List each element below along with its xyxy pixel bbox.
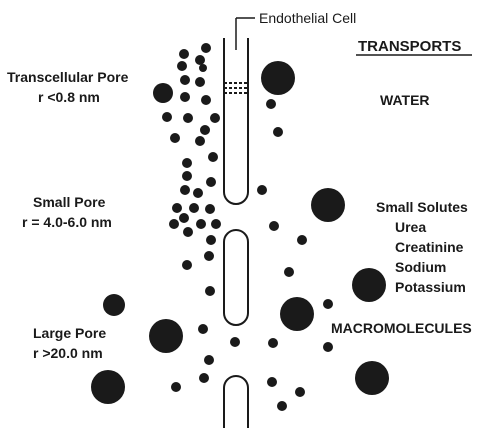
- solute-particle: [195, 55, 205, 65]
- solute-particle: [208, 152, 218, 162]
- solute-particle: [277, 401, 287, 411]
- cell-segment-middle: [223, 229, 249, 326]
- solute-particle: [172, 203, 182, 213]
- solute-potassium: Potassium: [395, 279, 466, 295]
- solute-particle: [195, 136, 205, 146]
- solute-particle: [297, 235, 307, 245]
- transports-heading: TRANSPORTS: [358, 38, 461, 55]
- large-molecules: [91, 61, 389, 404]
- solute-particle: [162, 112, 172, 122]
- solute-particle: [257, 185, 267, 195]
- solute-particle: [230, 337, 240, 347]
- solute-particle: [182, 171, 192, 181]
- solute-particle: [182, 158, 192, 168]
- solute-particle: [323, 299, 333, 309]
- solute-particle: [169, 219, 179, 229]
- large-particle: [149, 319, 183, 353]
- solute-particle: [189, 203, 199, 213]
- endothelial-cell-label: Endothelial Cell: [259, 10, 356, 26]
- small-solutes-label: Small Solutes: [376, 199, 468, 215]
- large-pore-radius: r >20.0 nm: [33, 345, 103, 361]
- solute-particle: [182, 260, 192, 270]
- solute-particle: [180, 75, 190, 85]
- solute-particle: [180, 185, 190, 195]
- molecules: [162, 43, 333, 411]
- solute-sodium: Sodium: [395, 259, 446, 275]
- large-particle: [261, 61, 295, 95]
- solute-particle: [211, 219, 221, 229]
- solute-particle: [323, 342, 333, 352]
- solute-particle: [170, 133, 180, 143]
- solute-particle: [206, 235, 216, 245]
- macromolecules-label: MACROMOLECULES: [331, 320, 472, 336]
- large-particle: [311, 188, 345, 222]
- transcellular-pore-radius: r <0.8 nm: [38, 89, 100, 105]
- small-pore-label: Small Pore: [33, 194, 106, 210]
- large-particle: [103, 294, 125, 316]
- solute-particle: [266, 99, 276, 109]
- solute-particle: [269, 221, 279, 231]
- solute-particle: [201, 95, 211, 105]
- large-particle: [91, 370, 125, 404]
- solute-particle: [193, 188, 203, 198]
- large-particle: [355, 361, 389, 395]
- solute-particle: [180, 92, 190, 102]
- solute-particle: [171, 382, 181, 392]
- solute-particle: [204, 251, 214, 261]
- solute-particle: [295, 387, 305, 397]
- solute-particle: [206, 177, 216, 187]
- solute-particle: [284, 267, 294, 277]
- solute-particle: [177, 61, 187, 71]
- solute-particle: [183, 113, 193, 123]
- solute-particle: [267, 377, 277, 387]
- solute-particle: [199, 373, 209, 383]
- large-particle: [153, 83, 173, 103]
- solute-particle: [198, 324, 208, 334]
- solute-particle: [200, 125, 210, 135]
- large-particle: [352, 268, 386, 302]
- solute-particle: [273, 127, 283, 137]
- transcellular-pore-label: Transcellular Pore: [7, 69, 129, 85]
- large-particle: [280, 297, 314, 331]
- solute-particle: [201, 43, 211, 53]
- solute-particle: [199, 64, 207, 72]
- cell-segment-bottom: [223, 375, 249, 428]
- solute-particle: [183, 227, 193, 237]
- solute-particle: [195, 77, 205, 87]
- solute-particle: [179, 49, 189, 59]
- endothelial-wall: [223, 38, 249, 428]
- solute-urea: Urea: [395, 219, 426, 235]
- large-pore-label: Large Pore: [33, 325, 106, 341]
- small-pore-radius: r = 4.0-6.0 nm: [22, 214, 112, 230]
- solute-particle: [210, 113, 220, 123]
- cell-segment-top: [223, 38, 249, 205]
- solute-particle: [205, 204, 215, 214]
- solute-particle: [204, 355, 214, 365]
- water-label: WATER: [380, 92, 430, 108]
- solute-particle: [196, 219, 206, 229]
- solute-creatinine: Creatinine: [395, 239, 464, 255]
- solute-particle: [205, 286, 215, 296]
- solute-particle: [179, 213, 189, 223]
- solute-particle: [268, 338, 278, 348]
